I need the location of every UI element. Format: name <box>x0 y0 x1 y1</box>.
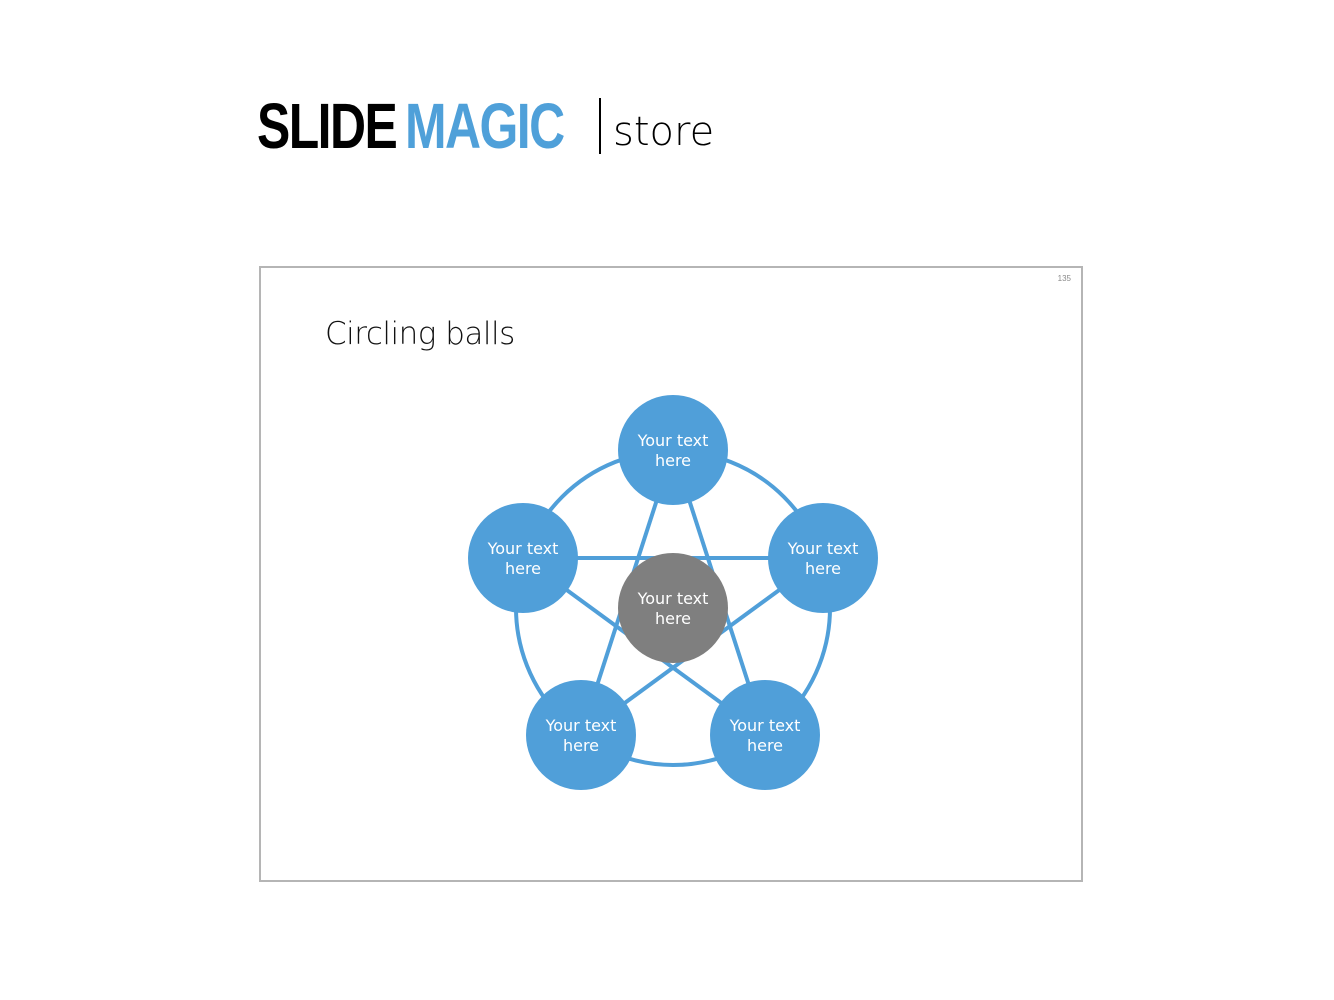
node-1-label-line2: here <box>655 451 691 470</box>
node-1-circle <box>618 395 728 505</box>
node-4-label-line2: here <box>563 736 599 755</box>
node-3-circle <box>710 680 820 790</box>
node-2-circle <box>768 503 878 613</box>
node-2-label-line2: here <box>805 559 841 578</box>
logo-divider <box>599 98 601 154</box>
logo-magic-text: MAGIC <box>405 90 565 162</box>
center-node-label-line1: Your text <box>637 589 709 608</box>
node-1-label-line1: Your text <box>637 431 709 450</box>
center-node-circle <box>618 553 728 663</box>
slidemagic-logo: SLIDE MAGIC store <box>257 88 714 158</box>
node-4-circle <box>526 680 636 790</box>
slide-title: Circling balls <box>325 316 515 352</box>
node-2-label-line1: Your text <box>787 539 859 558</box>
node-5-circle <box>468 503 578 613</box>
slide-number: 135 <box>1057 274 1071 283</box>
node-5-label-line1: Your text <box>487 539 559 558</box>
node-4-label-line1: Your text <box>545 716 617 735</box>
node-3-label-line1: Your text <box>729 716 801 735</box>
node-5-label-line2: here <box>505 559 541 578</box>
logo-slide-text: SLIDE <box>257 90 398 162</box>
node-3-label-line2: here <box>747 736 783 755</box>
logo-store-text: store <box>613 109 715 155</box>
center-node-label-line2: here <box>655 609 691 628</box>
